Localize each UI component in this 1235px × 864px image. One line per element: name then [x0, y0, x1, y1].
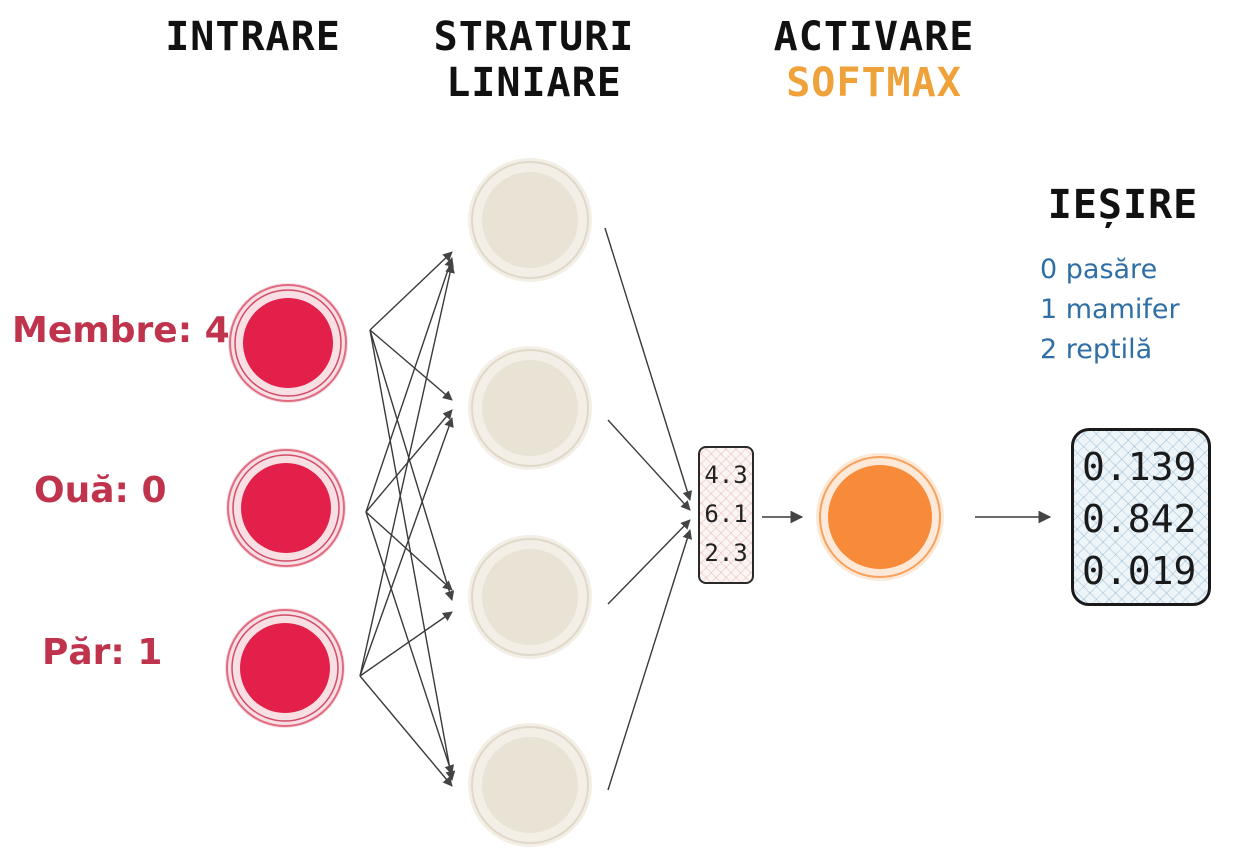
- edge: [607, 519, 691, 605]
- edge: [604, 227, 693, 501]
- hidden-layer: [468, 158, 592, 847]
- input-label-hair: Păr: 1: [42, 632, 163, 673]
- edge: [365, 511, 453, 591]
- edge: [359, 675, 453, 787]
- input-node-limbs: [228, 283, 348, 403]
- edge: [359, 611, 453, 677]
- probability-value: 0.139: [1082, 445, 1197, 489]
- edge: [359, 417, 454, 677]
- input-node-hair: [225, 608, 345, 728]
- hidden-node-2: [468, 346, 592, 470]
- edge: [365, 257, 454, 513]
- edge: [365, 409, 453, 513]
- logit-value: 6.1: [704, 500, 748, 528]
- hidden-node-3: [468, 535, 592, 659]
- edge: [365, 511, 454, 775]
- input-label-eggs: Ouă: 0: [34, 470, 167, 511]
- layers-heading: STRATURI LINIARE: [398, 14, 670, 106]
- edge: [607, 419, 691, 511]
- input-hidden-connections: [359, 251, 456, 787]
- layers-heading-line2: LINIARE: [446, 60, 622, 106]
- edge: [607, 529, 693, 791]
- layers-heading-line1: STRATURI: [433, 14, 635, 60]
- input-heading: INTRARE: [165, 14, 341, 60]
- probability-value: 0.842: [1082, 497, 1197, 541]
- logit-value: 4.3: [704, 461, 748, 489]
- hidden-node-4: [468, 723, 592, 847]
- class-legend-item: 1 mamifer: [1040, 294, 1180, 325]
- input-layer: [225, 283, 348, 728]
- edge: [369, 329, 455, 601]
- hidden-logit-connections: [604, 227, 693, 791]
- edge: [369, 329, 453, 401]
- activation-heading-line1: ACTIVARE: [773, 14, 975, 60]
- input-node-eggs: [226, 448, 346, 568]
- probabilities-box: 0.139 0.842 0.019: [1071, 428, 1211, 606]
- hidden-node-1: [468, 158, 592, 282]
- activation-heading-line2: SOFTMAX: [786, 60, 962, 106]
- logit-value: 2.3: [704, 539, 748, 567]
- edge: [369, 251, 453, 331]
- input-label-limbs: Membre: 4: [12, 310, 230, 351]
- activation-heading: ACTIVARE SOFTMAX: [746, 14, 1002, 106]
- logits-box: 4.3 6.1 2.3: [698, 446, 754, 584]
- softmax-node: [816, 453, 944, 581]
- output-heading: IEȘIRE: [1047, 182, 1199, 228]
- probability-value: 0.019: [1082, 549, 1197, 593]
- class-legend-item: 2 reptilă: [1040, 334, 1153, 365]
- edge: [369, 329, 456, 781]
- class-legend: 0 pasăre 1 mamifer 2 reptilă: [1040, 250, 1210, 370]
- edge: [359, 263, 455, 677]
- class-legend-item: 0 pasăre: [1040, 254, 1158, 285]
